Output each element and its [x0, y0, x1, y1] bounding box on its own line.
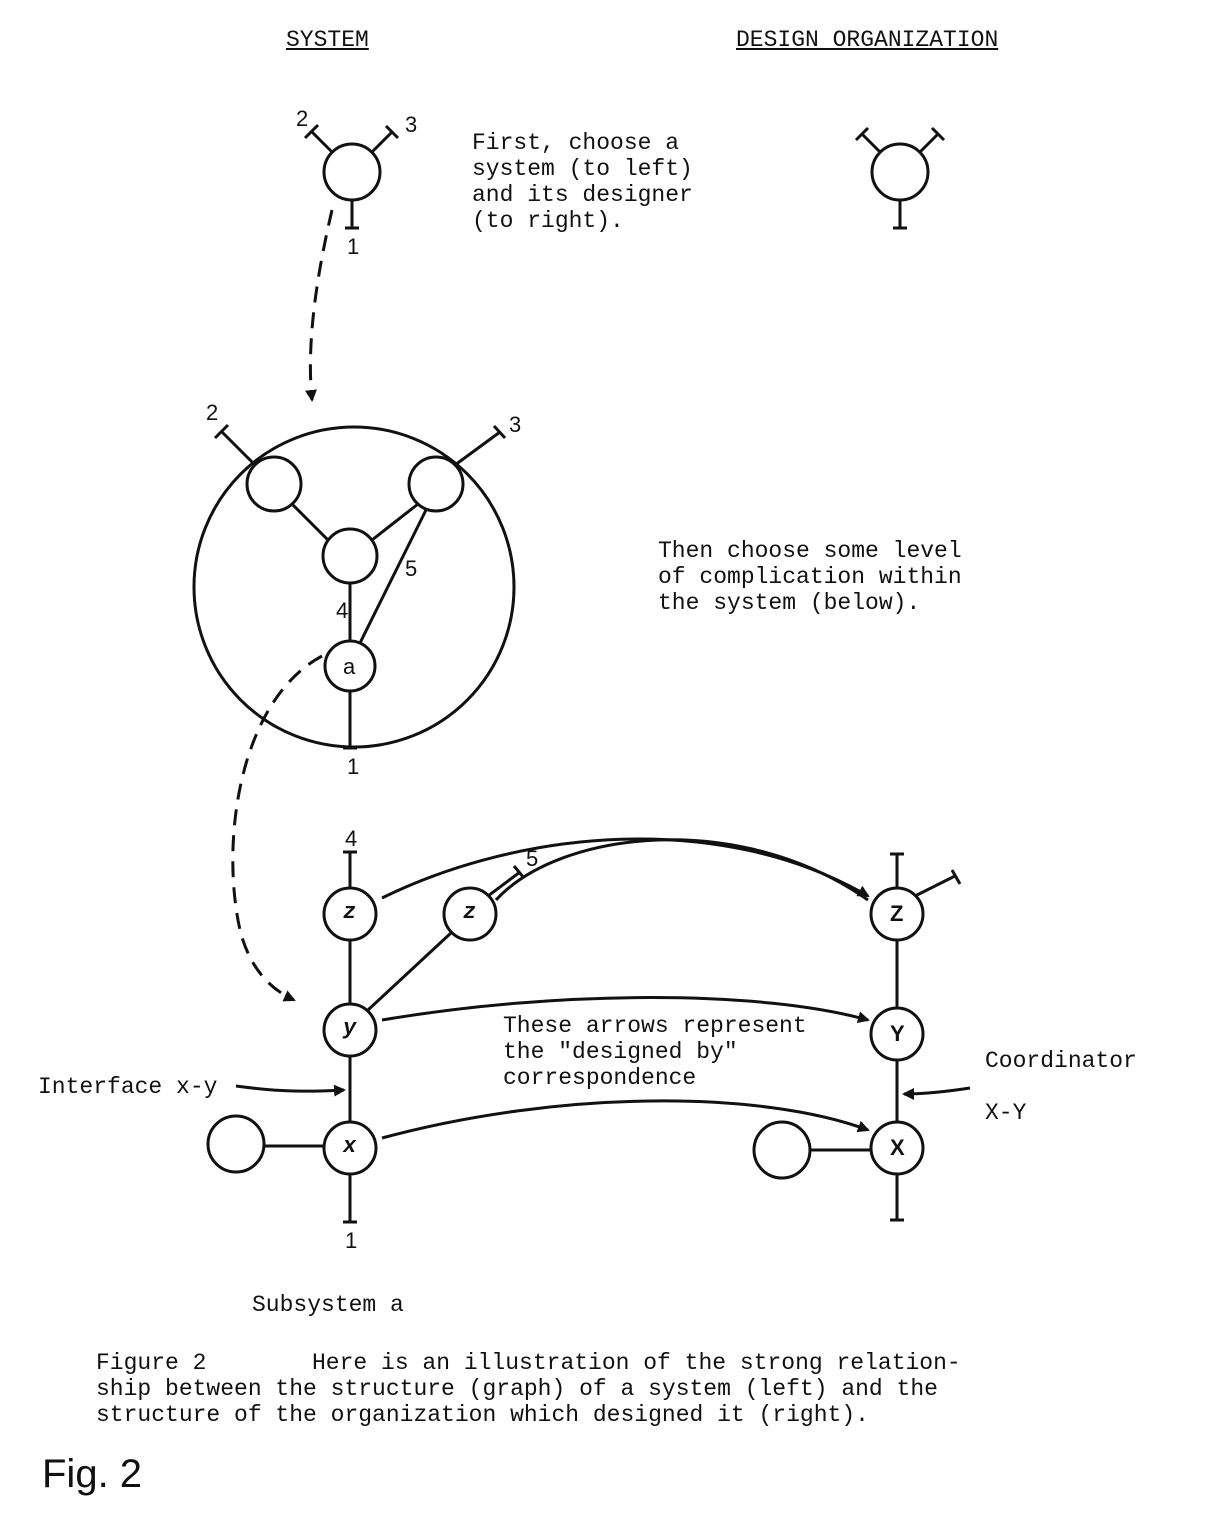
caption-label: Figure 2	[96, 1350, 207, 1376]
low-port-5-label: 5	[526, 846, 539, 871]
low-port-4-label: 4	[345, 826, 358, 851]
top-system-node	[303, 123, 400, 230]
top-design-node	[854, 126, 946, 230]
interface-label: Interface x-y	[38, 1074, 218, 1100]
node-z-label: z	[343, 900, 357, 925]
top-port-2-label: 2	[296, 106, 309, 131]
subsystem-label: Subsystem a	[252, 1292, 404, 1318]
node-z2-label: z	[463, 900, 477, 925]
note-arrows: These arrows represent the "designed by"…	[503, 1013, 807, 1091]
zoom-arrow-1	[305, 209, 334, 402]
mid-port-1-label: 1	[347, 754, 360, 779]
arrow-y-Y	[381, 996, 870, 1024]
arrow-z2-Z	[494, 838, 869, 902]
low-port-1-label: 1	[345, 1228, 358, 1253]
node-y-label: y	[343, 1016, 357, 1041]
mid-port-2-label: 2	[206, 400, 219, 425]
coordinator-pointer	[902, 1086, 971, 1100]
node-X-label: X	[890, 1135, 905, 1160]
top-port-3-label: 3	[405, 112, 418, 137]
mid-link-5-label: 5	[405, 556, 418, 581]
top-port-1-label: 1	[347, 234, 360, 259]
interface-pointer	[235, 1084, 346, 1097]
zoom-arrow-2	[231, 654, 323, 1002]
note-step1: First, choose a system (to left) and its…	[472, 130, 693, 234]
note-step2: Then choose some level of complication w…	[658, 538, 962, 616]
header-design-organization: DESIGN ORGANIZATION	[736, 27, 999, 53]
figure-label: Fig. 2	[42, 1452, 143, 1496]
arrow-z-Z	[381, 837, 870, 900]
node-Y-label: Y	[890, 1021, 905, 1046]
mid-port-3-label: 3	[509, 412, 522, 437]
arrow-x-X	[381, 1099, 870, 1140]
caption-text: Here is an illustration of the strong re…	[96, 1350, 961, 1428]
coordinator-xy-label: X-Y	[985, 1100, 1027, 1126]
system-expanded	[192, 423, 516, 750]
subsystem-graph	[206, 850, 526, 1224]
design-org-graph	[752, 852, 962, 1222]
node-x-label: x	[343, 1134, 357, 1159]
mid-node-a-label: a	[343, 654, 356, 679]
header-system: SYSTEM	[286, 27, 369, 53]
mid-link-4-label: 4	[336, 598, 349, 623]
coordinator-label: Coordinator	[985, 1048, 1137, 1074]
node-Z-label: Z	[890, 901, 904, 926]
